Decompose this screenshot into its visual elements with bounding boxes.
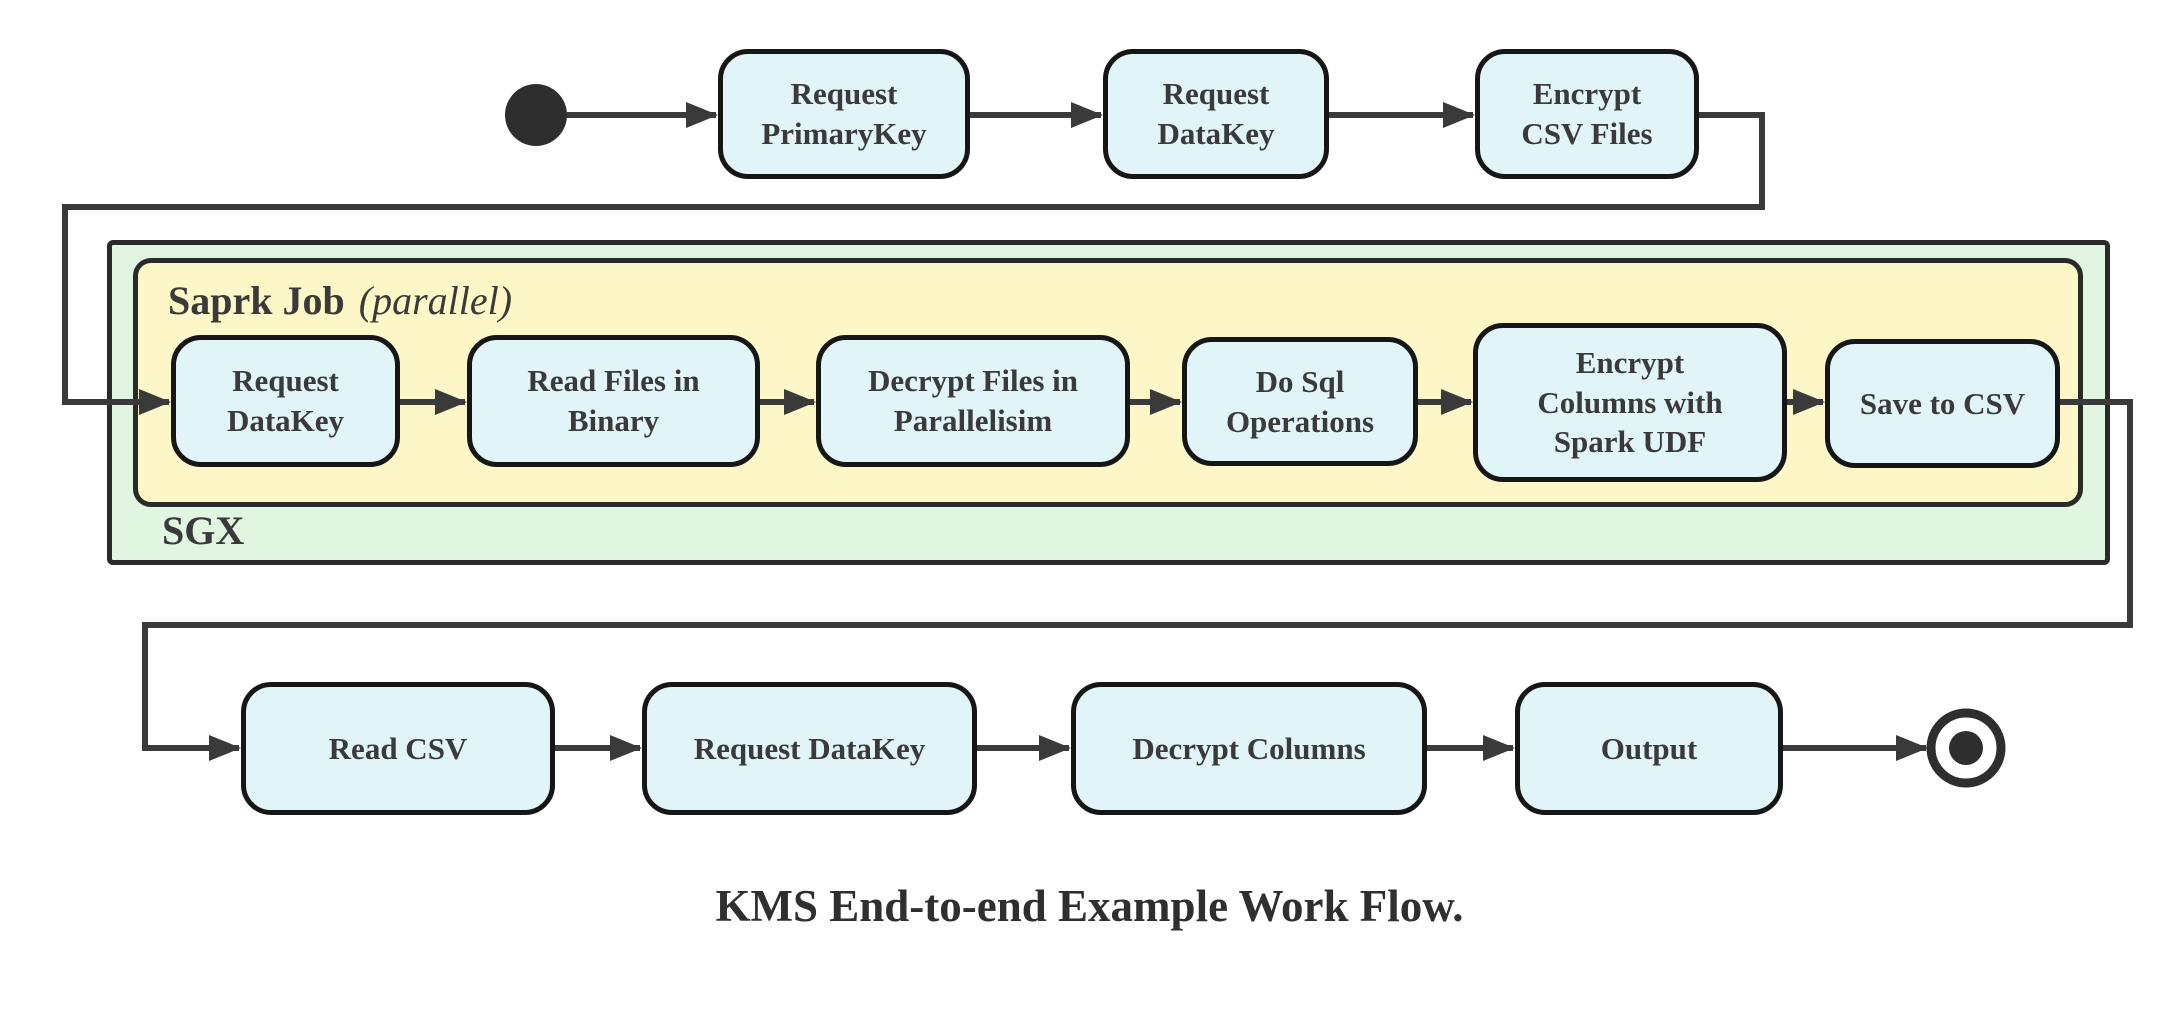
- node-request-datakey-client: Request DataKey: [642, 682, 977, 815]
- node-request-primarykey: Request PrimaryKey: [718, 49, 970, 179]
- diagram-caption: KMS End-to-end Example Work Flow.: [715, 881, 1464, 931]
- node-encrypt-columns-with-spark-udf: Encrypt Columns with Spark UDF: [1473, 323, 1787, 482]
- node-decrypt-files-in-parallelisim: Decrypt Files in Parallelisim: [816, 335, 1130, 467]
- sgx-container-label: SGX: [162, 508, 245, 553]
- end-node: [1926, 708, 2006, 788]
- node-encrypt-csv-files: Encrypt CSV Files: [1475, 49, 1699, 179]
- node-do-sql-operations: Do Sql Operations: [1182, 337, 1418, 466]
- node-read-csv: Read CSV: [241, 682, 555, 815]
- node-sgx-request-datakey: Request DataKey: [171, 335, 400, 467]
- node-save-to-csv: Save to CSV: [1825, 339, 2060, 468]
- spark-job-label-italic: (parallel): [358, 278, 513, 323]
- start-node: [505, 84, 567, 146]
- node-decrypt-columns: Decrypt Columns: [1071, 682, 1427, 815]
- spark-job-container-label: Saprk Job (parallel): [168, 277, 512, 324]
- node-read-files-in-binary: Read Files in Binary: [467, 335, 760, 467]
- spark-job-label-bold: Saprk Job: [168, 278, 345, 323]
- node-request-datakey: Request DataKey: [1103, 49, 1329, 179]
- node-output: Output: [1515, 682, 1783, 815]
